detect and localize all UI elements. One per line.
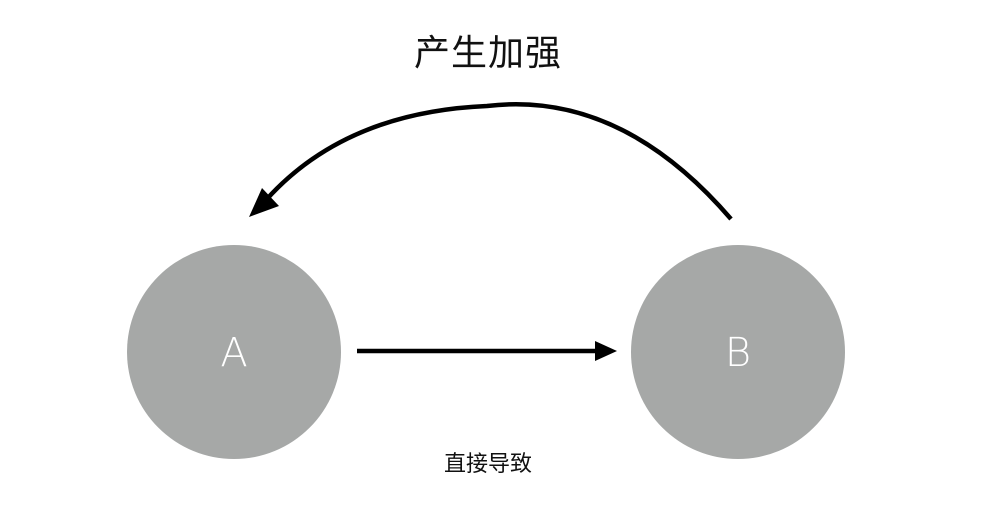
edge-direct-label: 直接导致 bbox=[443, 452, 532, 477]
edge-direct bbox=[357, 341, 617, 361]
edge-feedback-arrowhead bbox=[249, 188, 279, 217]
node-b-circle bbox=[631, 245, 845, 459]
node-a-label: A bbox=[220, 330, 247, 376]
edge-feedback bbox=[249, 101, 733, 221]
node-b-label: B bbox=[725, 330, 751, 376]
node-b: B bbox=[631, 245, 845, 459]
node-a-circle bbox=[127, 245, 341, 459]
edge-feedback-label: 产生加强 bbox=[413, 33, 562, 74]
edge-feedback-curve bbox=[264, 101, 733, 221]
edge-direct-arrowhead bbox=[595, 341, 617, 361]
node-a: A bbox=[127, 245, 341, 459]
